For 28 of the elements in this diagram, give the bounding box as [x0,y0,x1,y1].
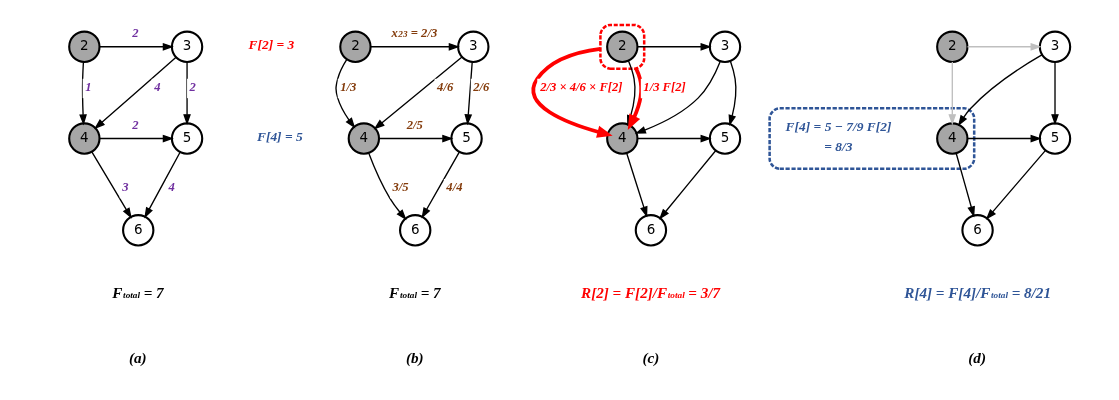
edge-label: 2 [131,117,139,132]
label: (d) [967,348,986,366]
label: (a) [128,348,147,366]
edge-label: 3/5 [391,180,409,195]
label: R[2] = F[2]/Ftotal = 3/7 [580,283,720,301]
edge-label: 2/5 [406,117,423,132]
label: (c) [642,348,659,366]
node-label: F[4] = 5 − 7/9 F[2] [785,118,891,134]
edge-label: 1/3 [339,79,356,94]
label: (b) [405,348,424,366]
node-label: = 8/3 [823,139,853,154]
edge-label: 4/6 [436,79,453,94]
edge-label: x23 = 2/3 [391,26,437,41]
edge-label: 2/6 [472,79,489,94]
edge-label: 1/3 F[2] [642,79,686,94]
node-label: F[2] = 3 [248,37,294,53]
edge-label: 4/4 [445,180,462,195]
edge-label: 2 [131,26,139,41]
edge-label: 4 [153,79,161,94]
edge-label: 4 [168,180,175,195]
edge-label: 2 [189,79,196,94]
edge-label: 3 [121,180,129,195]
edge-label: 1 [84,79,92,94]
label: Ftotal = 7 [388,283,441,301]
label: Ftotal = 7 [111,283,164,301]
node-label: F[4] = 5 [256,128,303,144]
edge-label: 2/3 × 4/6 × F[2] [539,79,623,94]
label: R[4] = F[4]/Ftotal = 8/21 [903,283,1051,301]
